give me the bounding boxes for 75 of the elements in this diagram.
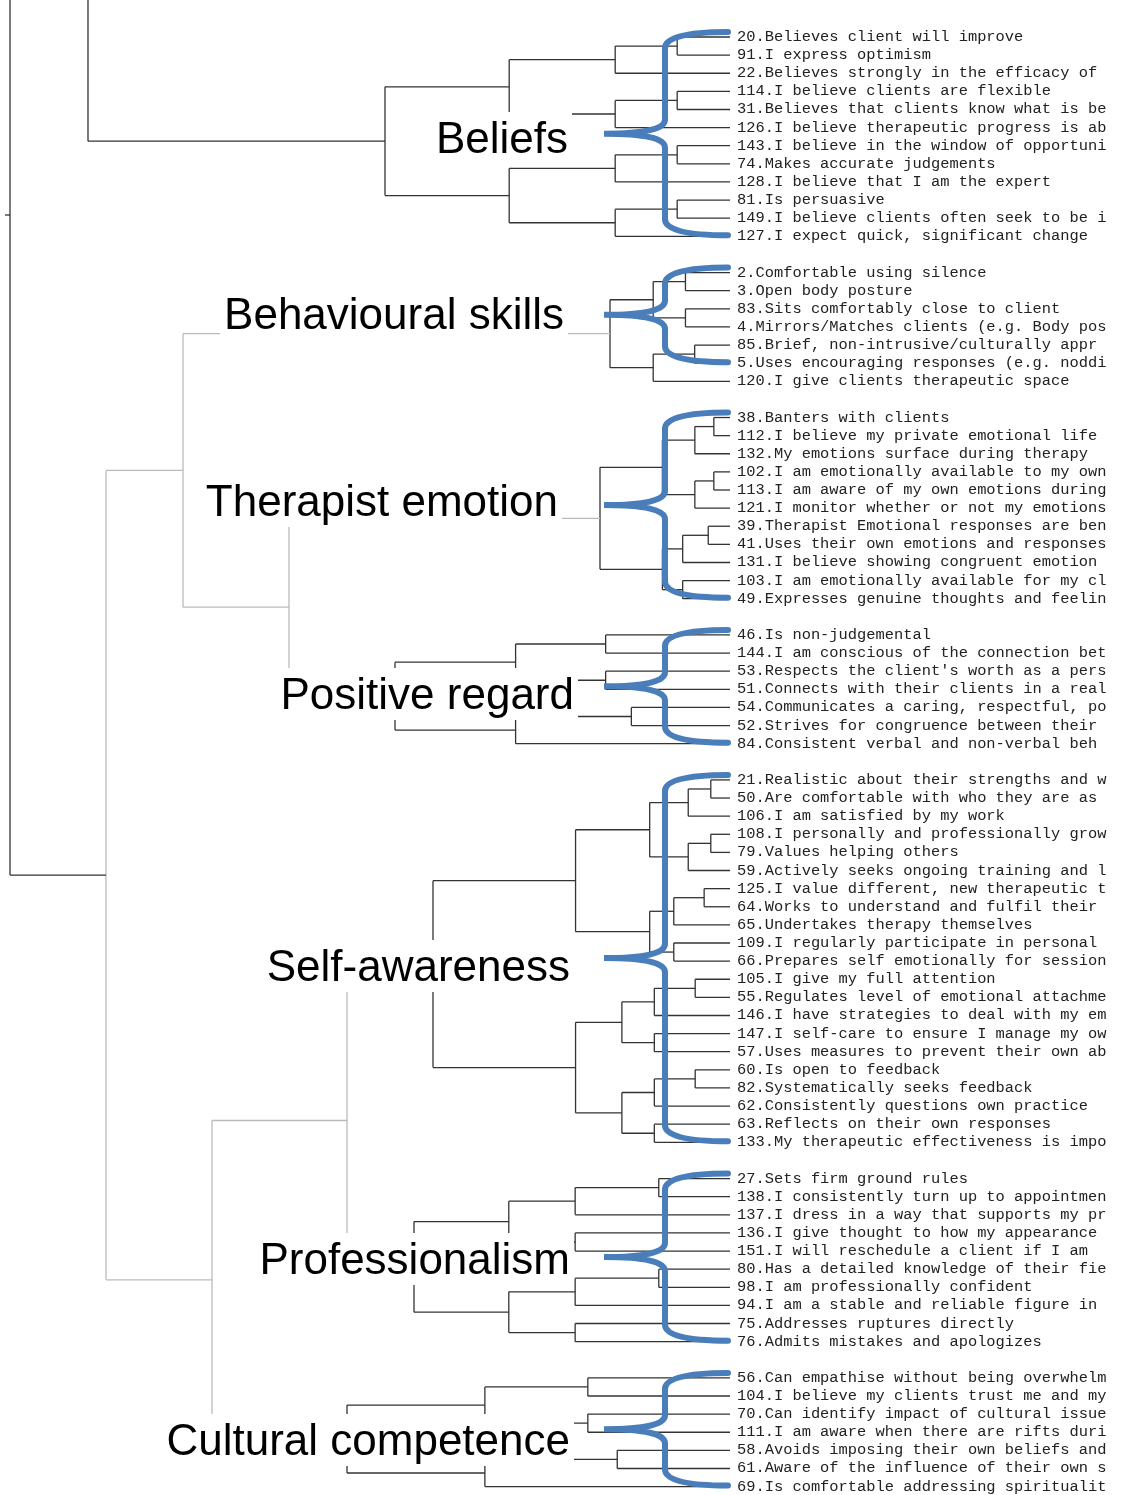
- item-label: 55.Regulates level of emotional attachme: [737, 988, 1107, 1007]
- item-label: 64.Works to understand and fulfil their: [737, 897, 1098, 916]
- item-label: 49.Expresses genuine thoughts and feelin: [737, 589, 1107, 608]
- item-label: 75.Addresses ruptures directly: [737, 1314, 1015, 1333]
- item-label: 111.I am aware when there are rifts duri: [737, 1423, 1107, 1442]
- item-label: 31.Believes that clients know what is be: [737, 100, 1107, 119]
- item-label: 112.I believe my private emotional life: [737, 426, 1098, 445]
- item-label: 27.Sets firm ground rules: [737, 1169, 968, 1188]
- item-label: 149.I believe clients often seek to be i: [737, 209, 1107, 228]
- item-label: 80.Has a detailed knowledge of their fie: [737, 1260, 1107, 1279]
- item-label: 84.Consistent verbal and non-verbal beh: [737, 734, 1098, 753]
- item-label: 85.Brief, non-intrusive/culturally appr: [737, 336, 1098, 355]
- item-label: 57.Uses measures to prevent their own ab: [737, 1042, 1107, 1061]
- item-label: 52.Strives for congruence between their: [737, 716, 1098, 735]
- item-label: 46.Is non-judgemental: [737, 625, 931, 644]
- item-label: 94.I am a stable and reliable figure in: [737, 1296, 1098, 1315]
- item-label: 82.Systematically seeks feedback: [737, 1078, 1033, 1097]
- item-label: 39.Therapist Emotional responses are ben: [737, 517, 1107, 536]
- item-label: 136.I give thought to how my appearance: [737, 1223, 1098, 1242]
- item-label: 143.I believe in the window of opportuni: [737, 136, 1107, 155]
- item-label: 105.I give my full attention: [737, 970, 996, 989]
- item-label: 104.I believe my clients trust me and my: [737, 1387, 1107, 1405]
- item-label: 70.Can identify impact of cultural issue: [737, 1405, 1107, 1424]
- item-label: 51.Connects with their clients in a real: [737, 680, 1107, 699]
- item-label: 61.Aware of the influence of their own s: [737, 1459, 1107, 1478]
- item-label: 108.I personally and professionally grow: [737, 825, 1107, 844]
- item-label: 38.Banters with clients: [737, 408, 950, 427]
- item-label: 98.I am professionally confident: [737, 1278, 1033, 1297]
- item-label: 62.Consistently questions own practice: [737, 1097, 1088, 1116]
- item-label: 127.I expect quick, significant change: [737, 227, 1088, 246]
- item-label: 50.Are comfortable with who they are as: [737, 789, 1098, 808]
- item-label: 22.Believes strongly in the efficacy of: [737, 64, 1098, 83]
- item-label: 114.I believe clients are flexible: [737, 82, 1052, 101]
- item-label: 128.I believe that I am the expert: [737, 172, 1052, 191]
- item-label: 60.Is open to feedback: [737, 1060, 941, 1079]
- item-label: 3.Open body posture: [737, 281, 913, 300]
- item-label: 65.Undertakes therapy themselves: [737, 915, 1033, 934]
- item-label: 53.Respects the client's worth as a pers: [737, 662, 1107, 681]
- item-label: 103.I am emotionally available for my cl: [737, 571, 1107, 590]
- item-label: 79.Values helping others: [737, 843, 959, 862]
- item-label: 109.I regularly participate in personal: [737, 934, 1098, 952]
- item-label: 133.My therapeutic effectiveness is impo: [737, 1133, 1107, 1152]
- item-label: 113.I am aware of my own emotions during: [737, 481, 1107, 499]
- item-label: 54.Communicates a caring, respectful, po: [737, 698, 1107, 717]
- item-label: 91.I express optimism: [737, 46, 931, 65]
- item-label: 4.Mirrors/Matches clients (e.g. Body pos: [737, 317, 1107, 336]
- item-label: 83.Sits comfortably close to client: [737, 299, 1061, 318]
- item-label: 66.Prepares self emotionally for session: [737, 952, 1107, 971]
- item-label: 106.I am satisfied by my work: [737, 807, 1005, 826]
- item-label: 126.I believe therapeutic progress is ab: [737, 118, 1107, 137]
- item-label: 69.Is comfortable addressing spiritualit: [737, 1477, 1107, 1495]
- item-label: 121.I monitor whether or not my emotions: [737, 499, 1107, 518]
- item-label: 5.Uses encouraging responses (e.g. noddi: [737, 354, 1107, 373]
- item-label: 138.I consistently turn up to appointmen: [737, 1187, 1107, 1206]
- item-label: 144.I am conscious of the connection bet: [737, 644, 1107, 663]
- item-label: 63.Reflects on their own responses: [737, 1115, 1052, 1134]
- item-label: 59.Actively seeks ongoing training and l: [737, 861, 1107, 880]
- item-label: 151.I will reschedule a client if I am: [737, 1242, 1088, 1261]
- item-label: 20.Believes client will improve: [737, 28, 1024, 46]
- item-label: 125.I value different, new therapeutic t: [737, 879, 1107, 898]
- item-label: 81.Is persuasive: [737, 191, 885, 210]
- item-label: 131.I believe showing congruent emotion: [737, 553, 1098, 572]
- item-label: 21.Realistic about their strengths and w: [737, 770, 1107, 789]
- item-label: 132.My emotions surface during therapy: [737, 444, 1088, 463]
- item-label: 102.I am emotionally available to my own: [737, 462, 1107, 481]
- item-label: 74.Makes accurate judgements: [737, 154, 996, 173]
- item-label: 146.I have strategies to deal with my em: [737, 1006, 1107, 1025]
- item-label: 2.Comfortable using silence: [737, 263, 987, 282]
- item-label: 41.Uses their own emotions and responses: [737, 535, 1107, 554]
- item-label: 147.I self-care to ensure I manage my ow: [737, 1024, 1107, 1043]
- item-label: 137.I dress in a way that supports my pr: [737, 1205, 1107, 1224]
- item-label: 58.Avoids imposing their own beliefs and: [737, 1441, 1107, 1460]
- item-label: 120.I give clients therapeutic space: [737, 372, 1070, 391]
- item-label: 56.Can empathise without being overwhelm: [737, 1368, 1107, 1387]
- item-label: 76.Admits mistakes and apologizes: [737, 1332, 1042, 1351]
